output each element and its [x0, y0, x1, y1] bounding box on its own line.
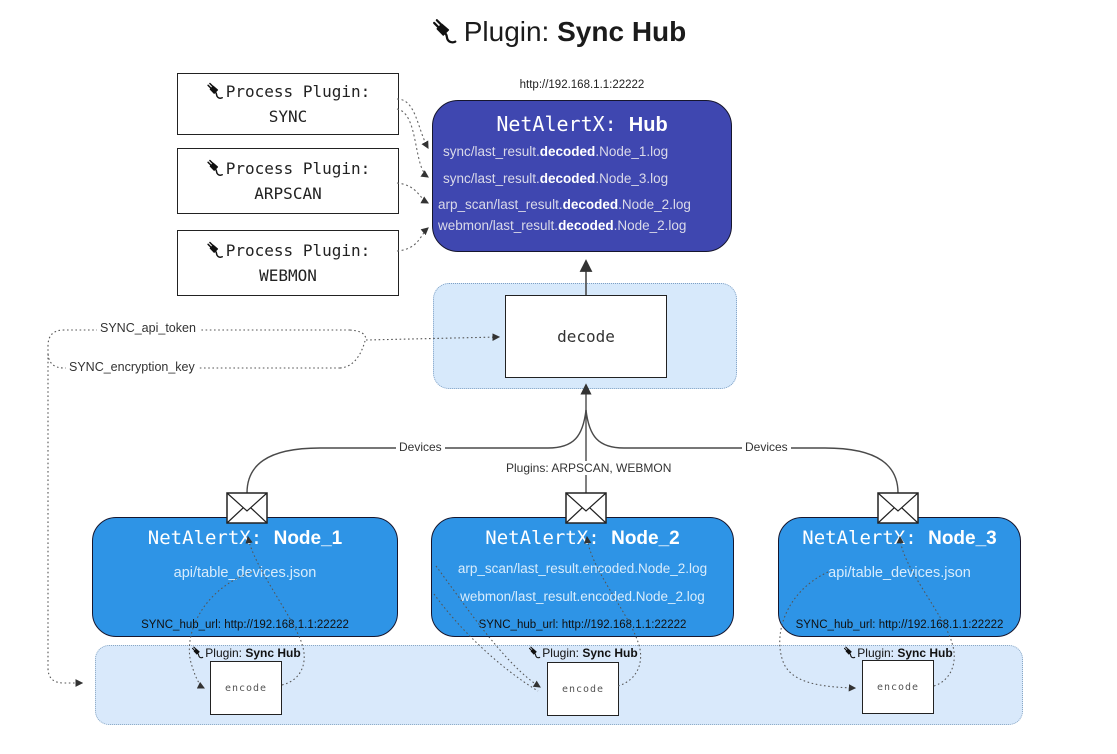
encode2-box: encode	[547, 662, 619, 716]
node3-file: api/table_devices.json	[828, 565, 971, 581]
node2-file: webmon/last_result.encoded.Node_2.log	[460, 589, 705, 604]
hub-file-line: sync/last_result.decoded.Node_1.log	[443, 144, 669, 159]
encoder3-label: Plugin: Sync Hub	[828, 646, 968, 660]
hub-file-line: webmon/last_result.decoded.Node_2.log	[438, 218, 687, 233]
devices-right-label: Devices	[742, 440, 791, 454]
process-plugin-webmon: Process Plugin: WEBMON	[177, 230, 399, 296]
edge-webmon-to-log	[396, 227, 429, 252]
decode-box: decode	[505, 295, 667, 378]
encode3-box: encode	[862, 660, 934, 714]
plug-icon	[529, 646, 541, 659]
encoder2-label: Plugin: Sync Hub	[513, 646, 653, 660]
encode1-box: encode	[210, 661, 282, 715]
plug-icon	[844, 646, 856, 659]
node2-file: arp_scan/last_result.encoded.Node_2.log	[457, 561, 708, 576]
hub-file-line: arp_scan/last_result.decoded.Node_2.log	[438, 197, 691, 212]
plug-icon	[432, 19, 457, 44]
process-plugin-sync: Process Plugin: SYNC	[177, 73, 399, 135]
hub-title: NetAlertX: Hub	[496, 112, 668, 136]
plug-icon	[207, 159, 223, 176]
node2-title: NetAlertX: Node_2	[485, 527, 680, 549]
node1-file: api/table_devices.json	[173, 565, 317, 581]
hub-url-label: http://192.168.1.1:22222	[519, 79, 645, 91]
hub-file-line: sync/last_result.decoded.Node_3.log	[443, 171, 669, 186]
edge-token-merge-top	[349, 329, 367, 340]
plugins-center-label: Plugins: ARPSCAN, WEBMON	[503, 461, 675, 475]
node1-hub-url: SYNC_hub_url: http://192.168.1.1:22222	[141, 619, 349, 631]
plug-icon	[192, 646, 204, 659]
encoder1-label: Plugin: Sync Hub	[176, 646, 316, 660]
sync-api-token-label: SYNC_api_token	[97, 321, 199, 335]
plug-icon	[207, 82, 223, 99]
sync-encryption-key-label: SYNC_encryption_key	[66, 360, 198, 374]
edge-token-merge-bottom	[339, 340, 366, 369]
edge-sync-to-node1log	[396, 98, 429, 150]
devices-left-label: Devices	[396, 440, 445, 454]
node2-hub-url: SYNC_hub_url: http://192.168.1.1:22222	[478, 619, 687, 631]
process-plugin-arpscan: Process Plugin: ARPSCAN	[177, 148, 399, 214]
hub-box	[432, 100, 732, 252]
node3-hub-url: SYNC_hub_url: http://192.168.1.1:22222	[795, 619, 1004, 631]
edge-arpscan-to-log	[396, 182, 430, 204]
plug-icon	[207, 241, 223, 258]
diagram-title: Plugin: Sync Hub	[0, 16, 1117, 48]
node3-title: NetAlertX: Node_3	[802, 527, 997, 549]
node1-title: NetAlertX: Node_1	[147, 527, 343, 549]
edge-sync-to-node3log	[396, 108, 429, 178]
